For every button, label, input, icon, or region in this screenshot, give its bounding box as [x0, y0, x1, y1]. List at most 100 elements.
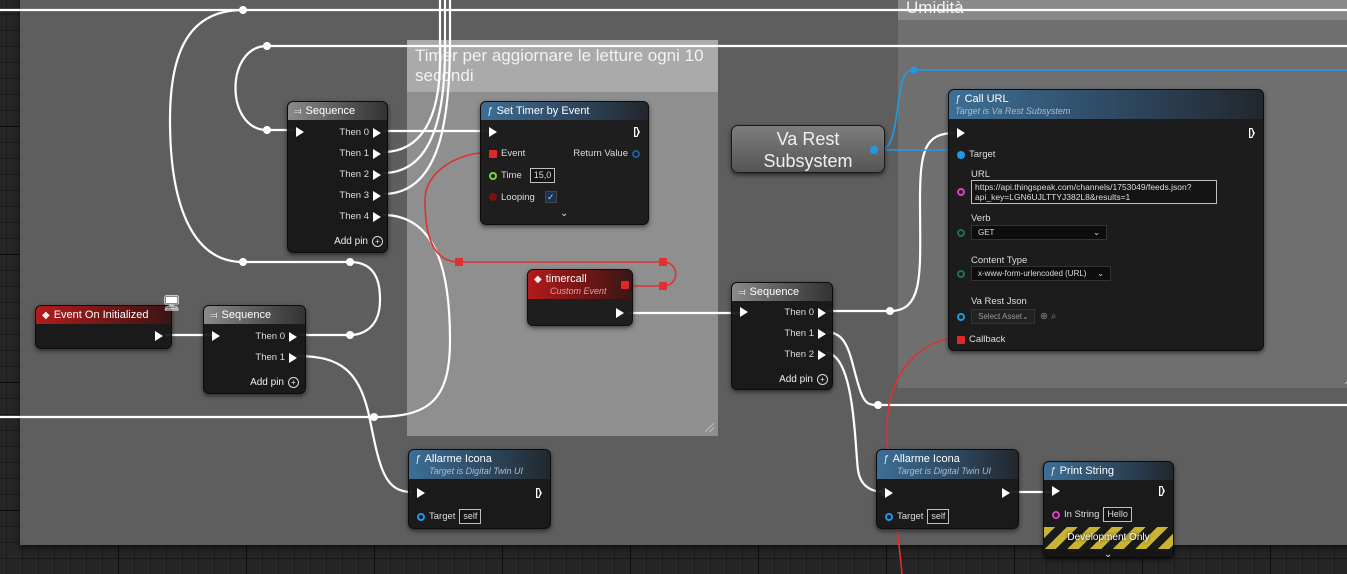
- pin-then-1[interactable]: Then 1: [335, 148, 381, 159]
- pin-then-0[interactable]: Then 0: [780, 307, 826, 318]
- node-timercall-header[interactable]: ◆timercall Custom Event: [528, 270, 632, 299]
- pin-label: Then 4: [339, 211, 369, 222]
- node-sequence-timer[interactable]: ⫤Sequence Then 0 Then 1 Then 2 Add pin+: [731, 282, 833, 390]
- exec-out-pin[interactable]: [634, 127, 640, 137]
- pin-label: Verb: [971, 213, 991, 224]
- exec-pin-icon: [818, 328, 826, 339]
- url-input[interactable]: https://api.thingspeak.com/channels/1753…: [971, 180, 1217, 204]
- pin-then-0[interactable]: Then 0: [335, 127, 381, 138]
- add-pin-button[interactable]: Add pin+: [334, 236, 383, 247]
- verb-dropdown[interactable]: GET⌄: [971, 225, 1107, 240]
- use-selected-icon[interactable]: ⊕: [1040, 311, 1048, 322]
- pin-url[interactable]: https://api.thingspeak.com/channels/1753…: [957, 180, 1217, 204]
- exec-in-pin[interactable]: [489, 127, 497, 137]
- pin-label: Target: [429, 511, 456, 522]
- resize-handle-icon[interactable]: [705, 423, 714, 432]
- exec-wire-loop-in: [234, 44, 295, 132]
- resize-handle-icon[interactable]: [1345, 375, 1347, 384]
- node-event-on-initialized[interactable]: ◆Event On Initialized 🖥: [35, 295, 181, 349]
- content-type-dropdown[interactable]: x-www-form-urlencoded (URL) ⌄: [971, 266, 1111, 281]
- node-sequence-timer-header[interactable]: ⫤Sequence: [732, 283, 832, 301]
- pin-return-value[interactable]: Return Value: [569, 148, 640, 159]
- delegate-pin-icon[interactable]: [621, 281, 629, 289]
- exec-in-pin[interactable]: [740, 307, 748, 317]
- exec-in-pin[interactable]: [885, 488, 893, 498]
- looping-checkbox[interactable]: ✓: [544, 191, 557, 203]
- exec-in-pin[interactable]: [1052, 486, 1060, 496]
- struct-pin-icon: [632, 149, 640, 158]
- exec-out-pin[interactable]: [1002, 488, 1010, 498]
- node-subtitle: Target is Digital Twin UI: [897, 466, 992, 476]
- pin-then-3[interactable]: Then 3: [335, 190, 381, 201]
- node-event-header[interactable]: ◆Event On Initialized: [36, 306, 171, 324]
- exec-out-pin[interactable]: [1159, 486, 1165, 496]
- expand-chevron-icon[interactable]: ⌄: [560, 208, 569, 219]
- exec-wire-then3: [382, 0, 452, 196]
- exec-pin-icon: [373, 169, 381, 180]
- exec-in-pin[interactable]: [212, 331, 220, 341]
- exec-out-pin[interactable]: [536, 488, 542, 498]
- pin-callback[interactable]: Callback: [957, 334, 1009, 345]
- node-subtitle: Target is Va Rest Subsystem: [955, 106, 1071, 116]
- comment-timer[interactable]: Timer per aggiornare le letture ogni 10 …: [407, 40, 718, 436]
- pin-then-0[interactable]: Then 0: [251, 331, 297, 342]
- pin-then-4[interactable]: Then 4: [335, 211, 381, 222]
- time-input[interactable]: 15,0: [529, 168, 556, 183]
- event-diamond-icon: ◆: [42, 310, 50, 321]
- pin-target[interactable]: Target: [957, 149, 999, 160]
- node-sequence-main[interactable]: ⫤Sequence Then 0 Then 1 Then 2 Then 3 Th…: [287, 101, 388, 253]
- node-sequence-main-header[interactable]: ⫤Sequence: [288, 102, 387, 120]
- exec-out-pin[interactable]: [616, 308, 624, 318]
- exec-in-pin[interactable]: [957, 128, 965, 138]
- exec-out-pin[interactable]: [1249, 128, 1255, 138]
- node-sequence-init[interactable]: ⫤Sequence Then 0 Then 1 Add pin+: [203, 305, 306, 394]
- pin-content-type[interactable]: x-www-form-urlencoded (URL) ⌄: [957, 266, 1111, 281]
- pin-event[interactable]: Event: [489, 148, 529, 159]
- in-string-input[interactable]: Hello: [1103, 507, 1132, 522]
- pin-label: Then 0: [255, 331, 285, 342]
- pin-then-2[interactable]: Then 2: [780, 349, 826, 360]
- development-only-banner: Development Only: [1044, 527, 1173, 549]
- node-sequence-init-header[interactable]: ⫤Sequence: [204, 306, 305, 324]
- browse-search-icon[interactable]: ⌕: [1050, 311, 1057, 322]
- pin-json[interactable]: Select Asset⌄ ⊕ ⌕: [957, 309, 1056, 324]
- object-pin-icon[interactable]: [870, 146, 878, 154]
- exec-out-pin[interactable]: [155, 331, 163, 341]
- content-type-value: x-www-form-urlencoded (URL): [978, 269, 1087, 278]
- pin-then-1[interactable]: Then 1: [780, 328, 826, 339]
- expand-chevron-icon[interactable]: ⌄: [1104, 549, 1113, 560]
- node-timercall-event[interactable]: ◆timercall Custom Event: [527, 269, 633, 326]
- chevron-down-icon: ⌄: [1097, 269, 1104, 278]
- object-pin-icon: [957, 150, 965, 159]
- pin-looping[interactable]: Looping✓: [489, 191, 557, 203]
- exec-in-pin[interactable]: [417, 488, 425, 498]
- pin-then-2[interactable]: Then 2: [335, 169, 381, 180]
- exec-in-pin[interactable]: [296, 127, 304, 137]
- pin-then-1[interactable]: Then 1: [251, 352, 297, 363]
- pin-label: Then 1: [339, 148, 369, 159]
- asset-value: Select Asset: [978, 312, 1023, 321]
- node-title: Sequence: [749, 286, 800, 298]
- asset-picker[interactable]: Select Asset⌄: [971, 309, 1035, 324]
- exec-pin-icon: [957, 128, 965, 138]
- add-pin-button[interactable]: Add pin+: [250, 377, 299, 388]
- pin-verb[interactable]: GET⌄: [957, 225, 1107, 240]
- node-varest-subsystem[interactable]: Va Rest Subsystem: [731, 125, 885, 173]
- bool-pin-icon: [489, 193, 497, 201]
- add-pin-button[interactable]: Add pin+: [779, 374, 828, 385]
